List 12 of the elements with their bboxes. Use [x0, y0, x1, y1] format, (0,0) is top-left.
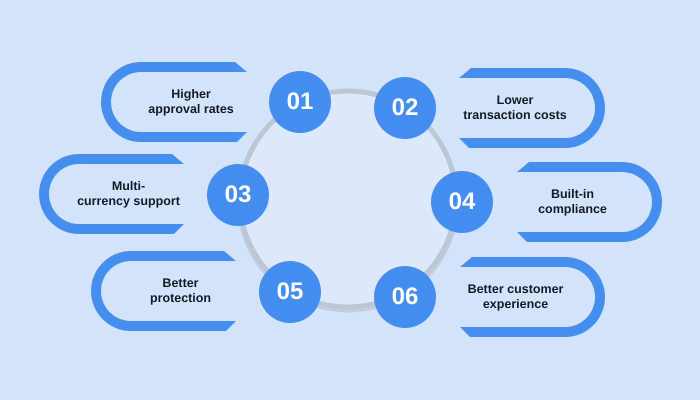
benefit-label: Multi- currency support: [77, 179, 180, 209]
step-number: 03: [207, 164, 269, 226]
step-number: 02: [374, 77, 436, 139]
benefit-label: Built-in compliance: [538, 187, 607, 217]
benefit-label: Higher approval rates: [148, 87, 234, 117]
step-number: 06: [374, 266, 436, 328]
step-number: 05: [259, 261, 321, 323]
benefit-label: Better customer experience: [468, 282, 564, 312]
benefit-label: Better protection: [150, 276, 212, 306]
step-number: 04: [431, 171, 493, 233]
benefit-label: Lower transaction costs: [463, 93, 567, 123]
step-number: 01: [269, 71, 331, 133]
